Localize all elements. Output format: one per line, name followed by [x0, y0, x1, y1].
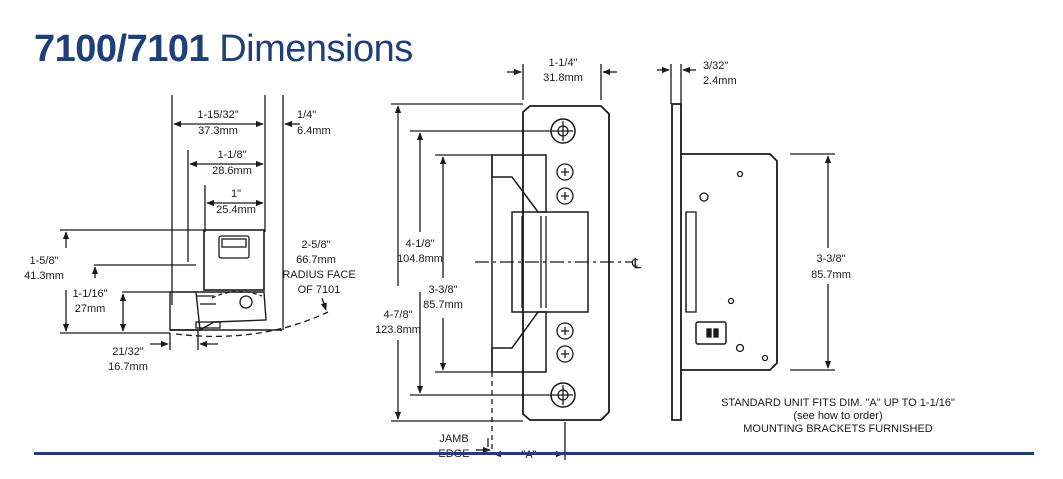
bottom-rule — [34, 452, 1034, 455]
keeper-flap — [511, 211, 589, 313]
profile-dim-3-3-8-inch: 3-3/8" — [817, 253, 846, 265]
strike-side-body — [169, 229, 282, 331]
dim-1-4-inch: 1/4" — [297, 109, 316, 121]
keeper-upper — [491, 154, 547, 213]
profile-view — [657, 64, 835, 421]
dim-1-1-8-inch: 1-1/8" — [218, 149, 247, 161]
dim-1-1-16-mm: 27mm — [75, 303, 106, 315]
side-view — [60, 95, 329, 350]
dim-1-15-32-inch: 1-15/32" — [197, 109, 238, 121]
mounting-screw-top — [550, 118, 576, 144]
radius-mm: 66.7mm — [296, 254, 336, 266]
dim-21-32-inch: 21/32" — [112, 346, 144, 358]
page-title: 7100/7101 Dimensions — [34, 28, 413, 71]
radius-label-2: OF 7101 — [298, 284, 341, 296]
dim-3-3-8-mm: 85.7mm — [423, 299, 463, 311]
note-line-1: STANDARD UNIT FITS DIM. "A" UP TO 1-1/16… — [721, 397, 955, 409]
radius-label-1: RADIUS FACE — [282, 269, 355, 281]
title-model: 7100/7101 — [34, 28, 210, 70]
dim-1-mm: 25.4mm — [216, 204, 256, 216]
dim-3-32-inch: 3/32" — [703, 60, 728, 72]
dim-3-32-mm: 2.4mm — [703, 75, 737, 87]
dim-3-3-8-inch: 3-3/8" — [429, 284, 458, 296]
dim-1-5-8-inch: 1-5/8" — [30, 255, 59, 267]
strike-faceplate — [491, 105, 610, 421]
dim-1-4-mm: 6.4mm — [297, 125, 331, 137]
dim-1-1-4-mm: 31.8mm — [543, 72, 583, 84]
title-word: Dimensions — [219, 28, 413, 70]
dim-4-7-8-mm: 123.8mm — [375, 324, 421, 336]
keeper-lower — [491, 311, 547, 373]
profile-view-labels: 3/32" 2.4mm 3-3/8" 85.7mm — [703, 60, 851, 281]
note-line-2: (see how to order) — [793, 410, 882, 422]
dim-1-1-8-mm: 28.6mm — [212, 165, 252, 177]
mounting-screw-bottom — [550, 382, 576, 408]
adjust-screws-bottom — [556, 322, 574, 363]
adjust-screws-top — [556, 163, 574, 205]
dim-1-5-8-mm: 41.3mm — [24, 270, 64, 282]
dim-1-1-16-inch: 1-1/16" — [72, 288, 107, 300]
dim-a-label: "A" — [521, 449, 536, 461]
strike-profile — [671, 103, 778, 421]
front-view-labels: 1-1/4" 31.8mm 4-1/8" 104.8mm 3-3/8" 85.7… — [375, 57, 641, 461]
dim-21-32-mm: 16.7mm — [108, 361, 148, 373]
note-line-3: MOUNTING BRACKETS FURNISHED — [743, 423, 933, 435]
leader-line — [320, 297, 327, 311]
notes: STANDARD UNIT FITS DIM. "A" UP TO 1-1/16… — [721, 397, 955, 435]
radius-arc — [175, 311, 329, 338]
side-view-labels: 1-15/32" 37.3mm 1/4" 6.4mm 1-1/8" 28.6mm… — [24, 109, 356, 373]
centerline-symbol: ℄ — [631, 255, 641, 271]
dim-1-15-32-mm: 37.3mm — [198, 125, 238, 137]
dim-1-inch: 1" — [231, 188, 241, 200]
profile-dim-3-3-8-mm: 85.7mm — [811, 269, 851, 281]
dim-4-1-8-inch: 4-1/8" — [406, 238, 435, 250]
jamb-edge-label-1: JAMB — [439, 433, 468, 445]
dim-4-1-8-mm: 104.8mm — [397, 253, 443, 265]
dim-1-1-4-inch: 1-1/4" — [549, 57, 578, 69]
dim-4-7-8-inch: 4-7/8" — [384, 309, 413, 321]
radius-inch: 2-5/8" — [302, 239, 331, 251]
